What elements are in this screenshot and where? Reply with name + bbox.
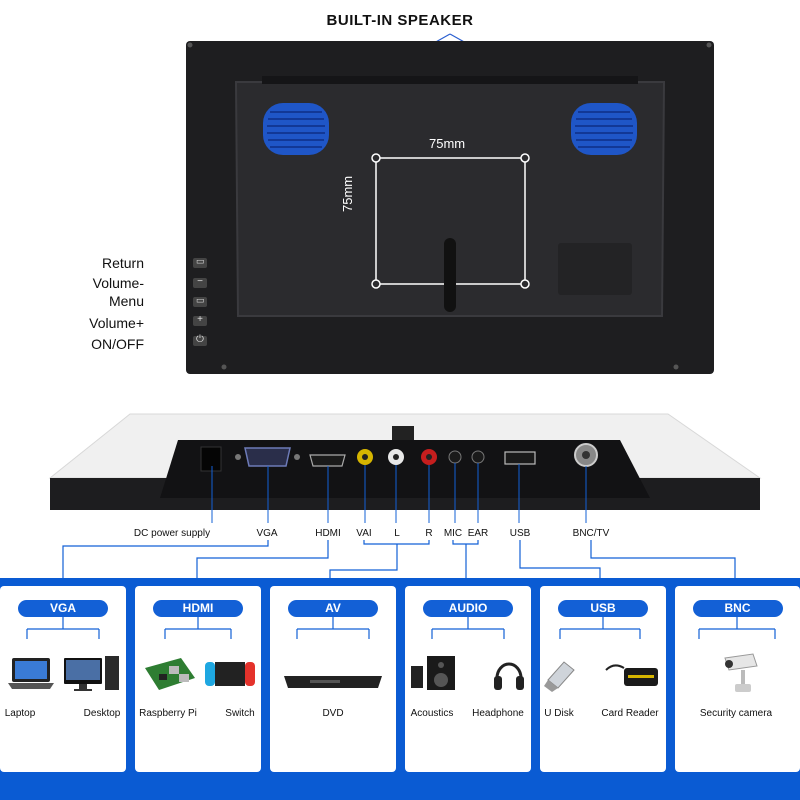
- usb-port: [504, 451, 536, 465]
- vent-slots: [262, 76, 638, 84]
- return-button[interactable]: ▭: [196, 256, 205, 266]
- vesa-holes: [371, 153, 530, 289]
- port-label-mic: MIC: [443, 528, 463, 539]
- device-label-dvd: DVD: [322, 708, 344, 719]
- dc-port: [200, 446, 222, 472]
- category-card-bnc: BNC Security camera: [675, 586, 800, 772]
- category-title-av: AV: [288, 600, 378, 617]
- category-card-audio: AUDIO Acoustics Headphone: [405, 586, 531, 772]
- desktop-icon: [64, 656, 119, 691]
- device-label-desktop: Desktop: [83, 708, 121, 719]
- device-label-headphone: Headphone: [472, 708, 524, 719]
- port-label-r: R: [425, 528, 433, 539]
- dvd-player-icon: [284, 676, 382, 688]
- monitor-back-diagram: [186, 33, 714, 374]
- headphone-icon: [494, 662, 524, 690]
- port-label-vai: VAI: [356, 528, 372, 539]
- category-title-hdmi: HDMI: [153, 600, 243, 617]
- menu-button[interactable]: ▭: [196, 295, 205, 305]
- button-label-volume-up: Volume+: [89, 315, 144, 331]
- vesa-horizontal-label: 75mm: [429, 136, 466, 151]
- speaker-right: [571, 103, 637, 155]
- category-title-vga: VGA: [18, 600, 108, 617]
- side-button-column: [193, 258, 207, 346]
- port-strip-diagram: [48, 413, 762, 523]
- device-label-acoustics: Acoustics: [410, 708, 454, 719]
- power-button[interactable]: ⏻: [196, 334, 204, 345]
- acoustics-icon: [411, 656, 455, 690]
- port-label-dc: DC power supply: [133, 528, 211, 539]
- card-reader-icon: [605, 664, 658, 686]
- stand-slot: [444, 238, 456, 312]
- volume-up-button[interactable]: +: [197, 314, 203, 325]
- category-title-usb: USB: [558, 600, 648, 617]
- category-title-bnc: BNC: [692, 600, 783, 617]
- port-label-usb: USB: [509, 528, 531, 539]
- port-label-ear: EAR: [467, 528, 489, 539]
- category-card-usb: USB U Disk Card Reader: [540, 586, 666, 772]
- device-label-card-reader: Card Reader: [601, 708, 659, 719]
- u-disk-icon: [544, 661, 575, 692]
- label-plate: [558, 243, 632, 295]
- button-label-power: ON/OFF: [91, 336, 144, 352]
- category-card-av: AV DVD: [270, 586, 396, 772]
- hdmi-port: [309, 454, 346, 467]
- raspberry-pi-icon: [145, 658, 195, 690]
- connector-lines: [62, 540, 736, 580]
- mic-port: [448, 450, 462, 464]
- speaker-left: [263, 103, 329, 155]
- security-camera-icon: [724, 653, 758, 692]
- switch-icon: [205, 662, 255, 686]
- device-label-switch: Switch: [225, 708, 255, 719]
- screws: [187, 42, 712, 370]
- button-label-return: Return: [101, 255, 144, 271]
- device-label-u-disk: U Disk: [544, 708, 574, 719]
- built-in-speaker-title: BUILT-IN SPEAKER: [326, 12, 474, 29]
- device-label-laptop: Laptop: [4, 708, 36, 719]
- port-label-hdmi: HDMI: [315, 528, 341, 539]
- category-card-hdmi: HDMI Raspberry Pi Switch: [135, 586, 261, 772]
- ear-port: [471, 450, 485, 464]
- category-band: [0, 578, 800, 800]
- port-label-bnc: BNC/TV: [572, 528, 610, 539]
- laptop-icon: [8, 658, 54, 689]
- button-label-menu: Menu: [108, 293, 144, 309]
- port-leader-lines: [211, 463, 587, 523]
- port-label-l: L: [394, 528, 400, 539]
- category-title-audio: AUDIO: [423, 600, 513, 617]
- vga-port: [244, 447, 291, 467]
- device-label-security-camera: Security camera: [699, 708, 773, 719]
- speaker-grille: [267, 111, 633, 148]
- port-bay-clip: [392, 426, 414, 440]
- device-label-raspberry-pi: Raspberry Pi: [139, 708, 197, 719]
- category-card-vga: VGA Laptop Desktop: [0, 586, 126, 772]
- vesa-vertical-label: 75mm: [340, 175, 355, 212]
- button-label-volume-down: Volume-: [92, 275, 144, 291]
- port-label-vga: VGA: [256, 528, 278, 539]
- volume-down-button[interactable]: −: [197, 276, 203, 287]
